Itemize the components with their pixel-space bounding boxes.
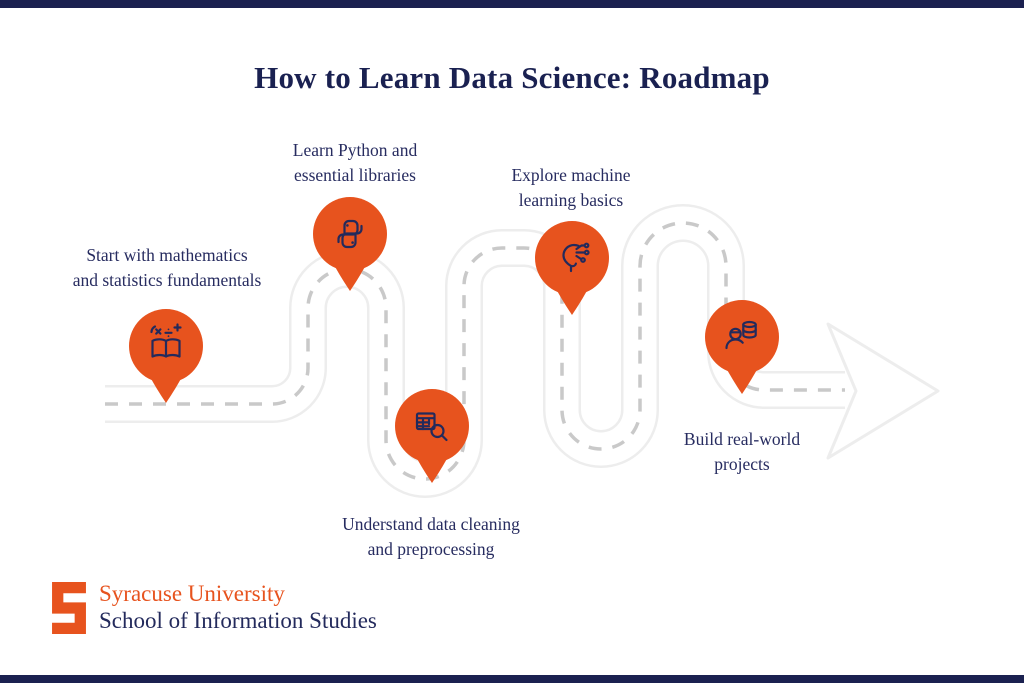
page-title: How to Learn Data Science: Roadmap <box>254 60 770 95</box>
data-table-search-icon <box>415 412 448 442</box>
step-label-machine-learning: Explore machine learning basics <box>511 165 631 210</box>
pin-step-4 <box>532 218 612 328</box>
ai-head-icon <box>562 242 590 273</box>
pin-step-3 <box>392 386 472 496</box>
person-database-icon <box>725 320 757 350</box>
step-label-python: Learn Python and essential libraries <box>292 140 418 185</box>
python-icon <box>337 219 363 249</box>
step-label-projects: Build real-world projects <box>683 429 801 474</box>
syracuse-s-logo-icon <box>52 582 86 634</box>
bottom-border-bar <box>0 675 1024 683</box>
pin-step-5 <box>702 297 782 407</box>
footer-logo: Syracuse University School of Informatio… <box>50 580 377 635</box>
organization-name: Syracuse University <box>99 581 285 606</box>
math-book-icon <box>150 323 182 358</box>
step-label-mathematics: Start with mathematics and statistics fu… <box>72 245 262 290</box>
step-label-data-cleaning: Understand data cleaning and preprocessi… <box>342 514 520 559</box>
pin-step-2 <box>310 194 390 304</box>
school-name: School of Information Studies <box>99 608 377 633</box>
pin-step-1 <box>126 306 206 416</box>
arrow-icon <box>826 322 940 460</box>
top-border-bar <box>0 0 1024 8</box>
